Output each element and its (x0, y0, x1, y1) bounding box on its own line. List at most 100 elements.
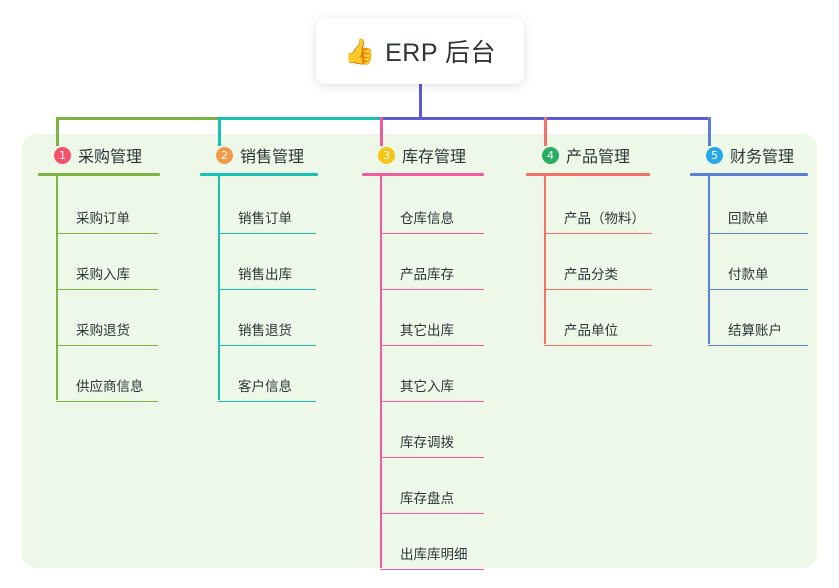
branch-drop-产品管理 (544, 117, 547, 146)
leaf-node-label: 付款单 (728, 267, 769, 282)
leaf-node-label: 销售订单 (238, 211, 292, 226)
branch-spine (56, 176, 58, 400)
leaf-node-label: 其它出库 (400, 323, 454, 338)
branch-header-采购管理[interactable]: 1 采购管理 (38, 142, 160, 168)
leaf-node-label: 库存调拨 (400, 435, 454, 450)
leaf-node[interactable]: 库存调拨 (380, 402, 484, 458)
branch-index-badge: 1 (54, 146, 71, 164)
leaf-node-rule (218, 400, 316, 402)
branch-item-list: 产品（物料） 产品分类产品单位 (544, 176, 652, 346)
root-stem (418, 84, 422, 120)
thumbs-up-icon: 👍 (343, 36, 376, 66)
leaf-node-rule (708, 232, 808, 234)
leaf-node-rule (380, 288, 484, 290)
leaf-node-rule (544, 288, 652, 290)
leaf-node-label: 其它入库 (400, 379, 454, 394)
leaf-node-label: 供应商信息 (76, 379, 144, 394)
branch-drop-销售管理 (218, 117, 221, 146)
leaf-node[interactable]: 采购退货 (56, 290, 160, 346)
leaf-node[interactable]: 结算账户 (708, 290, 808, 346)
leaf-node[interactable]: 采购入库 (56, 234, 160, 290)
branch-title: 采购管理 (78, 149, 143, 166)
leaf-node[interactable]: 产品单位 (544, 290, 652, 346)
branch-header-销售管理[interactable]: 2 销售管理 (200, 142, 318, 168)
branch-item-list: 采购订单采购入库采购退货供应商信息 (56, 176, 160, 402)
branch-title: 库存管理 (402, 149, 467, 166)
leaf-node[interactable]: 出库库明细 (380, 514, 484, 570)
leaf-node-rule (708, 344, 808, 346)
branch-item-list: 回款单付款单结算账户 (708, 176, 808, 346)
leaf-node[interactable]: 回款单 (708, 178, 808, 234)
branch-header-rule (690, 173, 808, 176)
leaf-node-label: 采购入库 (76, 267, 130, 282)
branch-drop-库存管理 (380, 117, 383, 146)
leaf-node-label: 仓库信息 (400, 211, 454, 226)
leaf-node[interactable]: 客户信息 (218, 346, 318, 402)
leaf-node-rule (544, 232, 652, 234)
branch-spine (380, 176, 382, 568)
branch-drop-采购管理 (56, 117, 59, 146)
branch-index-badge: 2 (216, 146, 233, 164)
leaf-node-rule (56, 400, 158, 402)
leaf-node-rule (380, 512, 484, 514)
branch-index-badge: 4 (542, 146, 559, 164)
leaf-node-label: 采购订单 (76, 211, 130, 226)
branch-header-产品管理[interactable]: 4 产品管理 (526, 142, 650, 168)
leaf-node[interactable]: 产品库存 (380, 234, 484, 290)
leaf-node-rule (56, 288, 158, 290)
leaf-node[interactable]: 产品（物料） (544, 178, 652, 234)
branch-header-rule (38, 173, 160, 176)
leaf-node-label: 产品分类 (564, 267, 618, 282)
leaf-node-rule (56, 232, 158, 234)
branch-item-list: 销售订单销售出库销售退货客户信息 (218, 176, 318, 402)
leaf-node-rule (218, 288, 316, 290)
leaf-node[interactable]: 付款单 (708, 234, 808, 290)
branch-title: 销售管理 (240, 149, 305, 166)
leaf-node-label: 出库库明细 (400, 547, 468, 562)
bus-segment-3 (380, 117, 422, 120)
branch-item-list: 仓库信息产品库存其它出库其它入库库存调拨库存盘点出库库明细 (380, 176, 484, 570)
leaf-node-rule (544, 344, 652, 346)
branch-column-库存管理: 3 库存管理仓库信息产品库存其它出库其它入库库存调拨库存盘点出库库明细 (362, 142, 484, 570)
leaf-node-rule (56, 344, 158, 346)
leaf-node-rule (380, 400, 484, 402)
leaf-node[interactable]: 供应商信息 (56, 346, 160, 402)
leaf-node[interactable]: 销售出库 (218, 234, 318, 290)
branch-column-销售管理: 2 销售管理销售订单销售出库销售退货客户信息 (200, 142, 318, 402)
leaf-node[interactable]: 采购订单 (56, 178, 160, 234)
leaf-node-label: 结算账户 (728, 323, 782, 338)
branch-spine (544, 176, 546, 344)
bus-segment-2 (218, 117, 382, 120)
branch-drop-财务管理 (708, 117, 711, 146)
leaf-node-rule (380, 456, 484, 458)
leaf-node-rule (380, 568, 484, 570)
branch-title: 产品管理 (566, 149, 631, 166)
bus-segment-1 (56, 117, 220, 120)
root-node-erp[interactable]: 👍 ERP 后台 (316, 18, 524, 84)
leaf-node-label: 产品单位 (564, 323, 618, 338)
leaf-node-rule (380, 232, 484, 234)
branch-spine (218, 176, 220, 400)
leaf-node[interactable]: 其它入库 (380, 346, 484, 402)
leaf-node[interactable]: 销售退货 (218, 290, 318, 346)
leaf-node-label: 采购退货 (76, 323, 130, 338)
leaf-node-rule (218, 344, 316, 346)
branch-spine (708, 176, 710, 344)
leaf-node[interactable]: 库存盘点 (380, 458, 484, 514)
leaf-node[interactable]: 销售订单 (218, 178, 318, 234)
branch-index-badge: 3 (378, 146, 395, 164)
branch-header-库存管理[interactable]: 3 库存管理 (362, 142, 484, 168)
leaf-node[interactable]: 产品分类 (544, 234, 652, 290)
leaf-node-rule (380, 344, 484, 346)
leaf-node[interactable]: 其它出库 (380, 290, 484, 346)
leaf-node-label: 库存盘点 (400, 491, 454, 506)
leaf-node-label: 销售退货 (238, 323, 292, 338)
branch-header-rule (526, 173, 650, 176)
branch-title: 财务管理 (730, 149, 795, 166)
leaf-node[interactable]: 仓库信息 (380, 178, 484, 234)
branch-column-产品管理: 4 产品管理产品（物料） 产品分类产品单位 (526, 142, 652, 346)
leaf-node-label: 产品库存 (400, 267, 454, 282)
